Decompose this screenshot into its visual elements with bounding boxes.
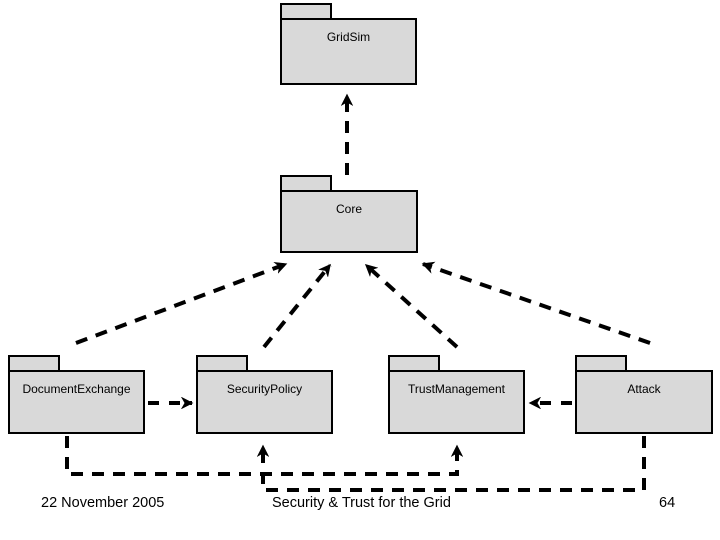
- package-body: [280, 18, 417, 85]
- package-tab: [196, 355, 248, 372]
- package-security-policy[interactable]: [196, 355, 333, 434]
- footer-date: 22 November 2005: [41, 495, 165, 511]
- package-document-exchange[interactable]: [8, 355, 145, 434]
- package-tab: [8, 355, 60, 372]
- package-tab: [388, 355, 440, 372]
- package-tab: [575, 355, 627, 372]
- footer-title: Security & Trust for the Grid: [272, 495, 451, 511]
- package-gridsim[interactable]: [280, 3, 417, 85]
- dependency-document-exchange-to-core: [75, 264, 286, 345]
- dependency-trust-management-to-core: [364, 263, 459, 349]
- dependency-attack-to-security-policy: [263, 436, 646, 492]
- package-layer: [8, 3, 713, 434]
- package-tab: [280, 3, 332, 20]
- package-body: [575, 370, 713, 434]
- package-attack[interactable]: [575, 355, 713, 434]
- package-core[interactable]: [280, 175, 418, 253]
- package-tab: [280, 175, 332, 192]
- package-body: [388, 370, 525, 434]
- package-body: [280, 190, 418, 253]
- package-body: [8, 370, 145, 434]
- package-body: [196, 370, 333, 434]
- footer-page-number: 64: [659, 495, 676, 511]
- dependency-attack-to-core: [423, 264, 651, 345]
- dependency-security-policy-to-core: [262, 263, 332, 349]
- dependency-layer: [65, 95, 651, 492]
- package-trust-management[interactable]: [388, 355, 525, 434]
